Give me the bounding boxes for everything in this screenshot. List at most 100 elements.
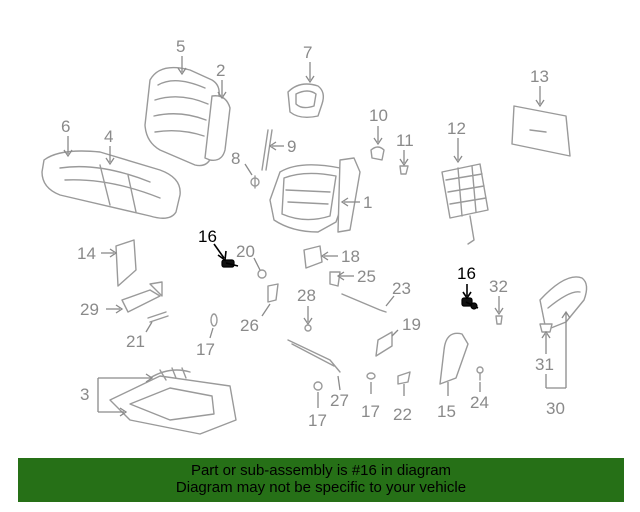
leader-3 — [97, 373, 154, 417]
leader-1 — [340, 197, 360, 207]
part-31-cap — [539, 323, 553, 333]
callout-9[interactable]: 9 — [287, 137, 296, 156]
part-9-rod — [261, 129, 273, 171]
part-29-bracket — [121, 281, 163, 313]
leader-16-left — [213, 243, 227, 262]
leader-27 — [337, 375, 341, 391]
part-32-clip — [495, 315, 503, 325]
callout-20[interactable]: 20 — [236, 242, 255, 261]
part-16-bolt-left — [221, 259, 239, 268]
callout-32[interactable]: 32 — [489, 277, 508, 296]
callout-19[interactable]: 19 — [402, 315, 421, 334]
leader-32 — [494, 296, 504, 316]
callout-23[interactable]: 23 — [392, 279, 411, 298]
callout-5[interactable]: 5 — [176, 37, 185, 56]
callout-27[interactable]: 27 — [330, 391, 349, 410]
callout-10[interactable]: 10 — [369, 106, 388, 125]
callout-1[interactable]: 1 — [363, 193, 372, 212]
callout-17-mid[interactable]: 17 — [308, 411, 327, 430]
part-25-latch — [329, 271, 341, 287]
callout-28[interactable]: 28 — [297, 286, 316, 305]
leader-29 — [106, 304, 124, 314]
info-banner-line-1: Part or sub-assembly is #16 in diagram — [190, 462, 452, 479]
part-16-bolt-right — [461, 297, 479, 310]
leader-2 — [217, 80, 227, 100]
callout-4[interactable]: 4 — [104, 127, 113, 146]
leader-12 — [453, 138, 463, 164]
callout-24[interactable]: 24 — [470, 393, 489, 412]
part-17-clip-mid — [313, 381, 323, 391]
leader-31-30 — [541, 310, 571, 389]
leader-26 — [261, 303, 271, 317]
part-20-clip — [257, 269, 267, 279]
callout-2[interactable]: 2 — [216, 61, 225, 80]
part-seat-frame — [269, 157, 361, 233]
leader-28 — [303, 306, 313, 326]
callout-14[interactable]: 14 — [77, 244, 96, 263]
leader-11 — [399, 150, 409, 167]
callout-13[interactable]: 13 — [530, 67, 549, 86]
part-12-mechanism — [441, 163, 489, 245]
part-30-trim — [539, 276, 588, 331]
part-22-clip — [397, 371, 411, 385]
part-10-clip — [370, 146, 385, 161]
leader-23 — [385, 295, 395, 307]
callout-16-right[interactable]: 16 — [457, 264, 476, 283]
leader-5 — [177, 56, 187, 76]
callout-12[interactable]: 12 — [447, 119, 466, 138]
leader-4 — [105, 146, 115, 166]
callout-18[interactable]: 18 — [341, 247, 360, 266]
part-17-clip-right — [366, 372, 376, 380]
part-13-panel — [511, 105, 571, 157]
callout-8[interactable]: 8 — [231, 149, 240, 168]
callout-31[interactable]: 31 — [535, 355, 554, 374]
leader-6 — [63, 136, 73, 158]
callout-21[interactable]: 21 — [126, 332, 145, 351]
callout-11[interactable]: 11 — [396, 131, 414, 150]
part-27-rod — [287, 339, 341, 373]
leader-18 — [320, 251, 338, 261]
leader-7 — [305, 62, 315, 84]
leader-25 — [336, 271, 354, 281]
callout-15[interactable]: 15 — [437, 402, 456, 421]
callout-7[interactable]: 7 — [303, 43, 312, 62]
part-23-rod — [341, 293, 387, 313]
info-banner-line-2: Diagram may not be specific to your vehi… — [175, 479, 467, 496]
part-24-screw — [476, 366, 484, 381]
part-26-bracket — [267, 283, 279, 303]
part-18-bracket — [303, 245, 323, 269]
callout-17-right[interactable]: 17 — [361, 402, 380, 421]
part-14-bracket — [115, 239, 137, 287]
leader-21 — [145, 321, 153, 333]
part-17-clip-left — [210, 313, 218, 327]
part-28-clip — [304, 324, 312, 332]
leader-8 — [244, 163, 253, 176]
callout-22[interactable]: 22 — [393, 405, 412, 424]
part-15-trim — [439, 332, 469, 385]
part-11-clip — [399, 165, 409, 175]
part-21-bracket — [147, 311, 169, 323]
callout-16-left[interactable]: 16 — [198, 227, 217, 246]
callout-29[interactable]: 29 — [80, 300, 99, 319]
parts-diagram: 5 2 6 4 7 9 8 1 10 11 — [41, 37, 588, 435]
callout-17-left[interactable]: 17 — [196, 340, 215, 359]
callout-30[interactable]: 30 — [546, 399, 565, 418]
info-banner: Part or sub-assembly is #16 in diagram D… — [18, 458, 624, 502]
part-8-bolt — [250, 175, 260, 189]
part-headrest — [287, 83, 325, 119]
leader-16-right — [462, 284, 472, 300]
callout-3[interactable]: 3 — [80, 385, 89, 404]
leader-17-left — [209, 327, 214, 339]
part-3-base-frame — [109, 367, 237, 435]
part-seat-back — [144, 66, 231, 167]
leader-10 — [373, 126, 383, 146]
leader-14 — [101, 248, 118, 258]
callout-26[interactable]: 26 — [240, 316, 259, 335]
callout-25[interactable]: 25 — [357, 267, 376, 286]
leader-20 — [253, 257, 261, 271]
leader-13 — [535, 86, 545, 108]
part-19-cover — [375, 331, 393, 357]
callout-6[interactable]: 6 — [61, 117, 70, 136]
part-seat-cushion — [41, 150, 181, 219]
leader-9 — [268, 141, 284, 151]
